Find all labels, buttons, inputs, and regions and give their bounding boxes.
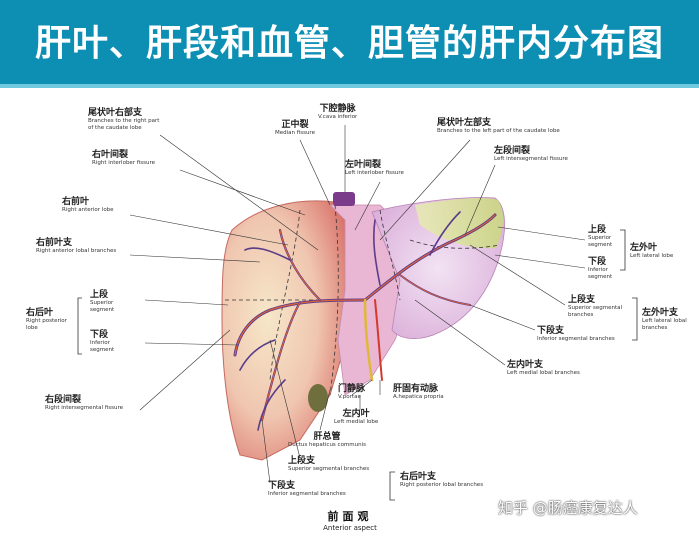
label-portal-vein: 门静脉 V.portae <box>338 384 366 401</box>
leader-lines <box>129 125 586 484</box>
label-left-inferior-segment: 下段 Inferior segment <box>588 257 613 280</box>
label-right-superior-branches: 上段支 Superior segmental branches <box>288 456 370 473</box>
label-left-lateral-lobe: 左外叶 Left lateral lobe <box>630 243 674 260</box>
title-banner <box>0 0 699 84</box>
page-title: 肝叶、肝段和血管、胆管的肝内分布图 <box>34 23 664 64</box>
label-right-anterior-branches: 右前叶支 Right anterior lobal branches <box>36 238 117 255</box>
brackets <box>77 229 638 501</box>
label-left-intersegmental-fissure: 左段间裂 Left intersegmental fissure <box>494 146 568 163</box>
label-caudate-right: 尾状叶右部支 Branches to the right part of the… <box>88 108 160 131</box>
watermark: 知乎 @肠癌康复达人 <box>498 499 638 517</box>
label-right-intersegmental-fissure: 右段间裂 Right intersegmental fissure <box>45 395 124 412</box>
label-ivc: 下腔静脉 V.cava inferior <box>318 104 358 121</box>
label-right-inferior-branches: 下段支 Inferior segmental branches <box>268 481 346 498</box>
label-right-anterior-lobe: 右前叶 Right anterior lobe <box>62 197 114 214</box>
label-median-fissure: 正中裂 Median fissure <box>275 120 315 137</box>
vessel-tree <box>233 211 497 431</box>
label-left-medial-lobe: 左内叶 Left medial lobe <box>334 409 379 426</box>
label-right-posterior-lobe: 右后叶 Right posterior lobe <box>26 308 67 331</box>
ivc-vessel <box>333 192 355 206</box>
label-left-interlobar-fissure: 左叶间裂 Left interlober fissure <box>345 160 404 177</box>
label-caudate-left: 尾状叶左部支 Branches to the left part of the … <box>437 118 560 135</box>
label-common-hepatic-duct: 肝总管 Ductus hepaticus communis <box>288 432 367 449</box>
label-right-interlobar-fissure: 右叶间裂 Right interlober fissure <box>92 150 156 167</box>
gallbladder <box>308 384 328 412</box>
left-lobe-tip <box>415 197 504 249</box>
label-left-superior-branches: 上段支 Superior segmental branches <box>568 295 623 318</box>
label-left-inferior-branches: 下段支 Inferior segmental branches <box>537 326 615 343</box>
label-hepatic-artery: 肝固有动脉 A.hepatica propria <box>393 384 444 401</box>
label-right-superior-segment: 上段 Superior segment <box>90 290 115 313</box>
banner-strip <box>0 84 699 88</box>
fissure-lines <box>225 204 501 396</box>
label-left-superior-segment: 上段 Superior segment <box>588 225 613 248</box>
label-right-inferior-segment: 下段 Inferior segment <box>90 330 115 353</box>
view-caption: 前面观 Anterior aspect <box>323 510 377 532</box>
label-right-posterior-branches: 右后叶支 Right posterior lobal branches <box>400 472 484 489</box>
label-left-lateral-branches: 左外叶支 Left lateral lobal branches <box>642 308 687 331</box>
label-left-medial-branches: 左内叶支 Left medial lobal branches <box>507 360 580 377</box>
